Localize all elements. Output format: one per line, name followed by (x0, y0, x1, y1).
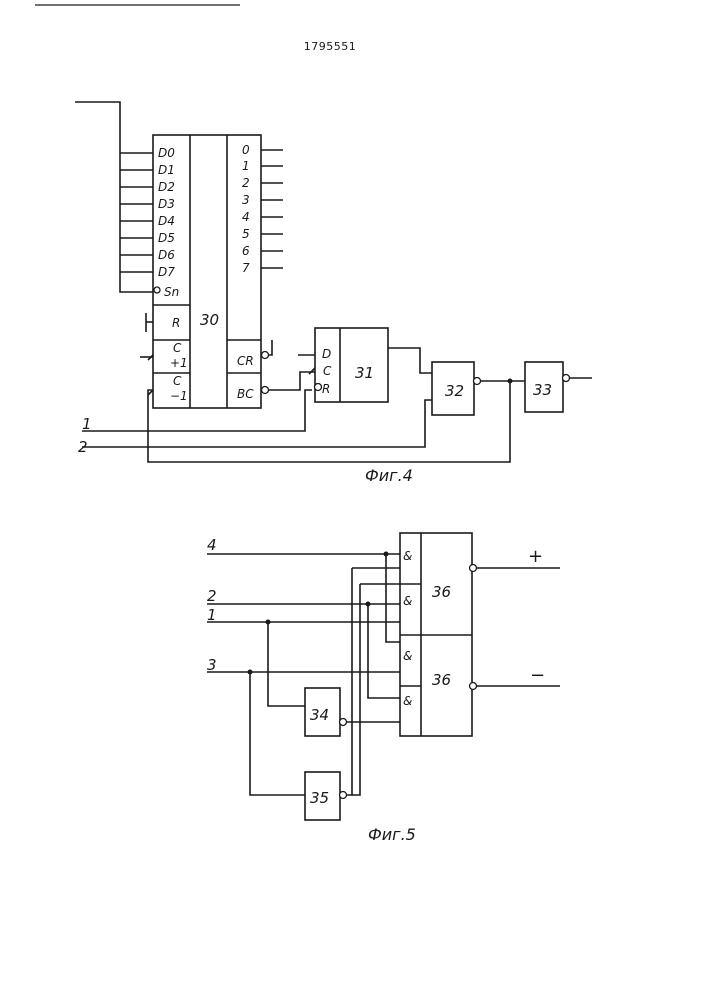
trigger-r-label: R (322, 382, 330, 396)
gate-32-id: 32 (445, 382, 464, 400)
inverter-35-id: 35 (310, 789, 329, 807)
output-minus-label: − (530, 665, 545, 686)
trigger-c-label: C (323, 364, 332, 378)
counter-out-3: 3 (242, 193, 250, 207)
and-gate-2-label: & (403, 594, 412, 608)
counter-out-0: 0 (242, 143, 250, 157)
counter-out-1: 1 (242, 159, 250, 173)
block-36-minus-id: 36 (432, 671, 451, 689)
and-gate-4-label: & (403, 694, 412, 708)
and-gate-3-label: & (403, 649, 412, 663)
counter-c-up-top: C (173, 341, 182, 355)
counter-cr-label: CR (237, 354, 254, 368)
counter-r-label: R (172, 316, 180, 330)
counter-d6-label: D6 (158, 248, 175, 262)
fig4-bus-taps (120, 153, 156, 272)
gate-33-id: 33 (533, 381, 552, 399)
counter-out-7: 7 (242, 261, 250, 275)
counter-c-up-bottom: +1 (170, 356, 188, 370)
fig4-diagram: D0 D1 D2 D3 D4 D5 D6 D7 Sn R C +1 C −1 3… (75, 102, 592, 485)
counter-id: 30 (200, 311, 219, 329)
trigger-d-label: D (322, 347, 331, 361)
counter-bc-label: BC (237, 387, 254, 401)
counter-d7-label: D7 (158, 265, 175, 279)
fig5-line-3-label: 3 (207, 656, 217, 674)
fig5-line-4-label: 4 (207, 536, 217, 554)
counter-out-4: 4 (242, 210, 250, 224)
counter-d1-label: D1 (158, 163, 175, 177)
inverter-34-id: 34 (310, 706, 329, 724)
counter-outputs (261, 150, 283, 268)
counter-sn-label: Sn (164, 285, 179, 299)
counter-c-down-bottom: −1 (170, 389, 188, 403)
fig5-caption: Фиг.5 (368, 825, 416, 844)
counter-d2-label: D2 (158, 180, 175, 194)
block-36-plus-id: 36 (432, 583, 451, 601)
fig4-caption: Фиг.4 (365, 466, 413, 485)
counter-c-down-top: C (173, 374, 182, 388)
fig4-bus (75, 102, 156, 292)
doc-number: 1795551 (304, 40, 357, 53)
counter-d5-label: D5 (158, 231, 175, 245)
fig4-line-1-label: 1 (82, 415, 92, 433)
counter-d0-label: D0 (158, 146, 175, 160)
and-gate-1-label: & (403, 549, 412, 563)
counter-out-2: 2 (242, 176, 250, 190)
counter-out-6: 6 (242, 244, 250, 258)
trigger-id: 31 (355, 364, 374, 382)
fig5-line-1-label: 1 (207, 606, 217, 624)
fig5-line-2-label: 2 (207, 587, 217, 605)
counter-d3-label: D3 (158, 197, 175, 211)
counter-out-5: 5 (242, 227, 250, 241)
output-plus-label: + (528, 546, 543, 567)
fig4-line-2-label: 2 (78, 438, 88, 456)
fig5-diagram: & & & & 36 36 + − 34 (207, 533, 560, 844)
counter-d4-label: D4 (158, 214, 175, 228)
